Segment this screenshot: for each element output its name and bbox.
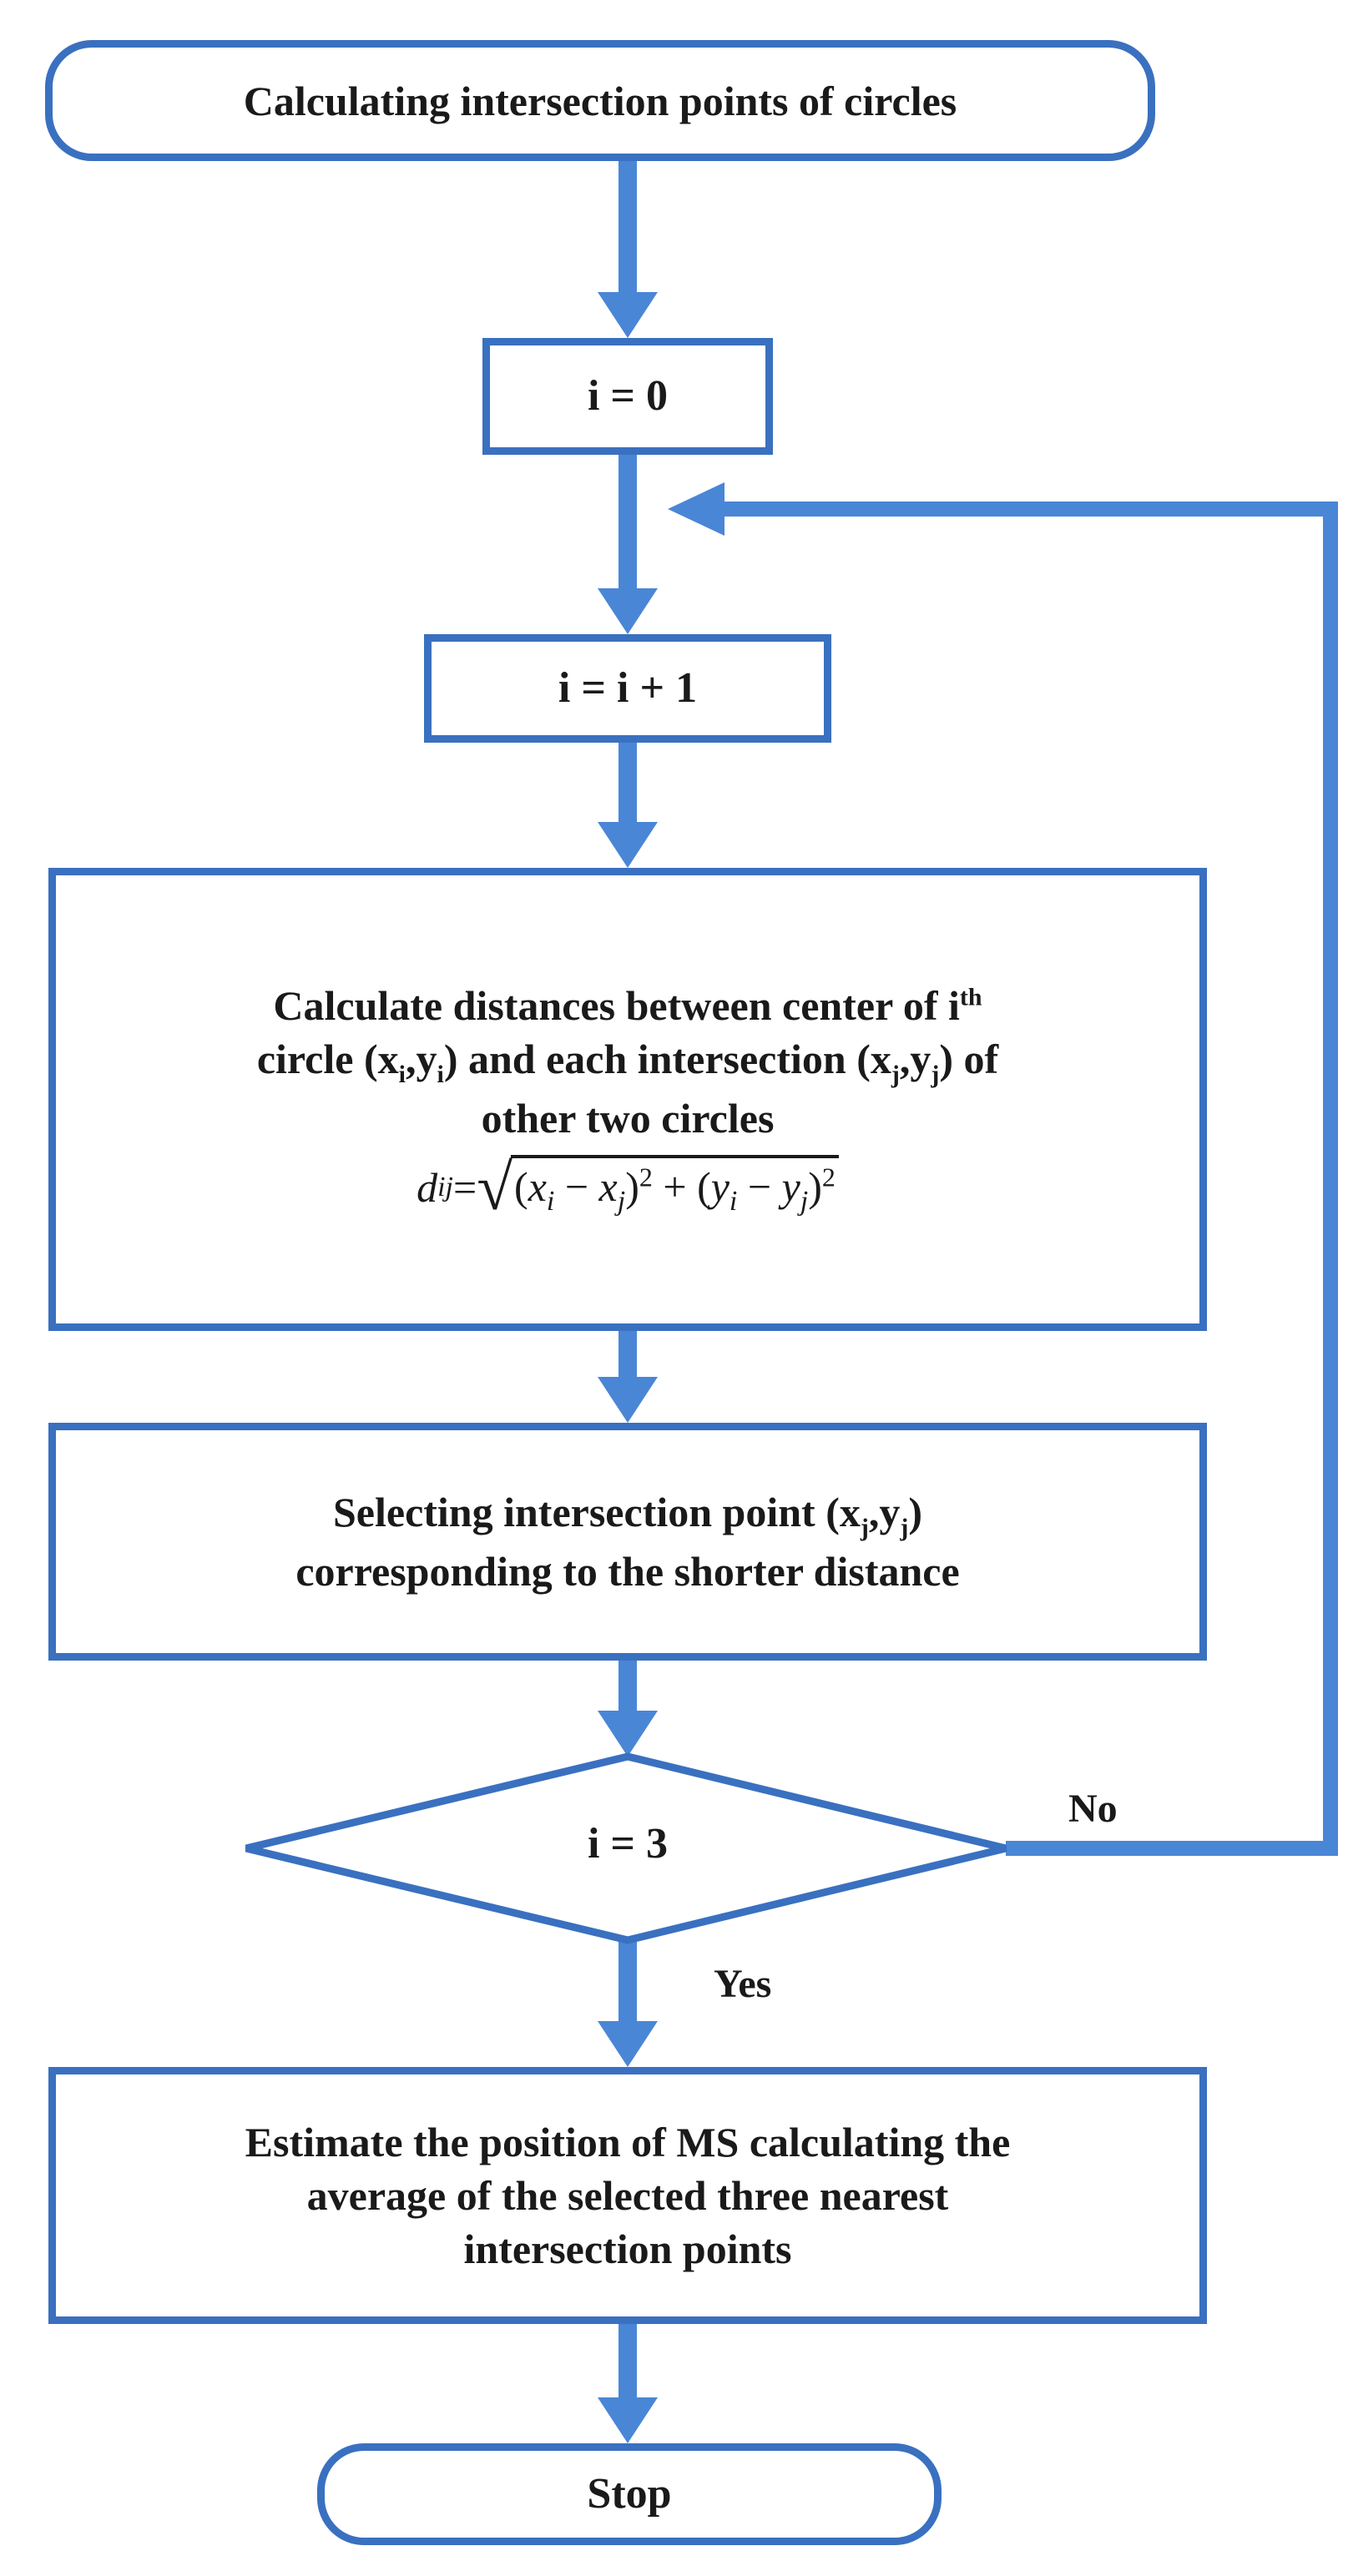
init-process: i = 0: [482, 338, 773, 455]
edge-decision-loop-back: [718, 502, 1338, 1856]
edge-label-yes: Yes: [714, 1962, 772, 2006]
stop-terminal: Stop: [317, 2443, 942, 2545]
calc-l2-sub-1: i: [398, 1061, 406, 1089]
select-line2: corresponding to the shorter distance: [295, 1547, 960, 1595]
formula-x-sub-j: j: [617, 1185, 626, 1217]
decision-diamond: [245, 1752, 1007, 1944]
formula-square-2: 2: [821, 1162, 836, 1192]
formula-x-2: x: [598, 1162, 618, 1210]
calc-l2-sub-4: j: [931, 1061, 940, 1089]
sqrt-icon: √: [477, 1150, 513, 1223]
estimate-line3: intersection points: [463, 2226, 792, 2272]
select-sub-1: j: [860, 1514, 869, 1542]
arrowhead-estimate: [598, 2021, 658, 2067]
formula-lhs-sub: ij: [437, 1171, 454, 1202]
calc-l2-sub-3: j: [891, 1061, 900, 1089]
increment-process: i = i + 1: [424, 634, 831, 743]
init-label: i = 0: [587, 371, 669, 420]
calc-l2-c: ) and each intersection (x: [443, 1036, 891, 1083]
calculate-line3: other two circles: [481, 1094, 775, 1142]
flowchart-edges: [598, 159, 1338, 2443]
calculate-distances-process: Calculate distances between center of it…: [48, 868, 1207, 1331]
select-line1-b: ,y: [868, 1489, 901, 1536]
select-sub-2: j: [900, 1514, 909, 1542]
formula-x-1: x: [528, 1162, 547, 1210]
formula-square-1: 2: [639, 1162, 653, 1192]
select-point-process: Selecting intersection point (xj,yj) cor…: [48, 1423, 1207, 1661]
calculate-line1: Calculate distances between center of it…: [273, 979, 982, 1032]
stop-label: Stop: [587, 2469, 672, 2518]
formula-close-1: ): [625, 1162, 639, 1210]
formula-radicand: (xi − xj)2 + (yi − yj)2: [511, 1154, 839, 1220]
calc-l2-e: ) of: [939, 1036, 999, 1083]
formula-open-1: (: [514, 1162, 528, 1210]
calculate-line1-text: Calculate distances between center of i: [273, 982, 960, 1030]
calculate-line1-sup: th: [959, 983, 982, 1011]
calculate-line2: circle (xi,yi) and each intersection (xj…: [257, 1032, 998, 1091]
formula-lhs: d: [417, 1163, 438, 1211]
formula-open-2: (: [697, 1162, 711, 1210]
start-terminal: Calculating intersection points of circl…: [45, 40, 1155, 161]
calc-l2-b: ,y: [405, 1036, 437, 1083]
formula-x-sub-i: i: [546, 1185, 555, 1217]
decision-label: i = 3: [587, 1820, 669, 1868]
calc-l2-a: circle (x: [256, 1036, 399, 1083]
arrowhead-decision: [598, 1711, 658, 1757]
arrowhead-select: [598, 1377, 658, 1423]
start-label: Calculating intersection points of circl…: [243, 77, 957, 124]
formula-y-sub-j: j: [800, 1185, 809, 1217]
arrowhead-stop: [598, 2397, 658, 2443]
calc-l2-d: ,y: [899, 1036, 931, 1083]
formula-y-1: y: [710, 1162, 730, 1210]
calc-l2-sub-2: i: [437, 1061, 444, 1089]
formula-minus-2: −: [737, 1162, 782, 1210]
formula-minus-1: −: [554, 1162, 599, 1210]
arrowhead-loop: [668, 482, 724, 536]
formula-equals: =: [453, 1163, 477, 1211]
edge-label-no: No: [1068, 1787, 1118, 1831]
select-line1-text: Selecting intersection point (x: [332, 1489, 861, 1536]
formula-y-2: y: [781, 1162, 800, 1210]
select-line1: Selecting intersection point (xj,yj): [333, 1485, 922, 1544]
select-line1-c: ): [908, 1489, 923, 1536]
increment-label: i = i + 1: [558, 663, 698, 712]
estimate-position-process: Estimate the position of MS calculating …: [48, 2067, 1207, 2324]
estimate-line1: Estimate the position of MS calculating …: [245, 2119, 1011, 2165]
formula-y-sub-i: i: [729, 1185, 738, 1217]
formula-plus: +: [652, 1162, 698, 1210]
arrowhead-increment: [598, 588, 658, 634]
arrowhead-init: [598, 292, 658, 338]
estimate-line2: average of the selected three nearest: [306, 2172, 949, 2219]
formula-close-2: ): [808, 1162, 822, 1210]
arrowhead-calculate: [598, 822, 658, 868]
